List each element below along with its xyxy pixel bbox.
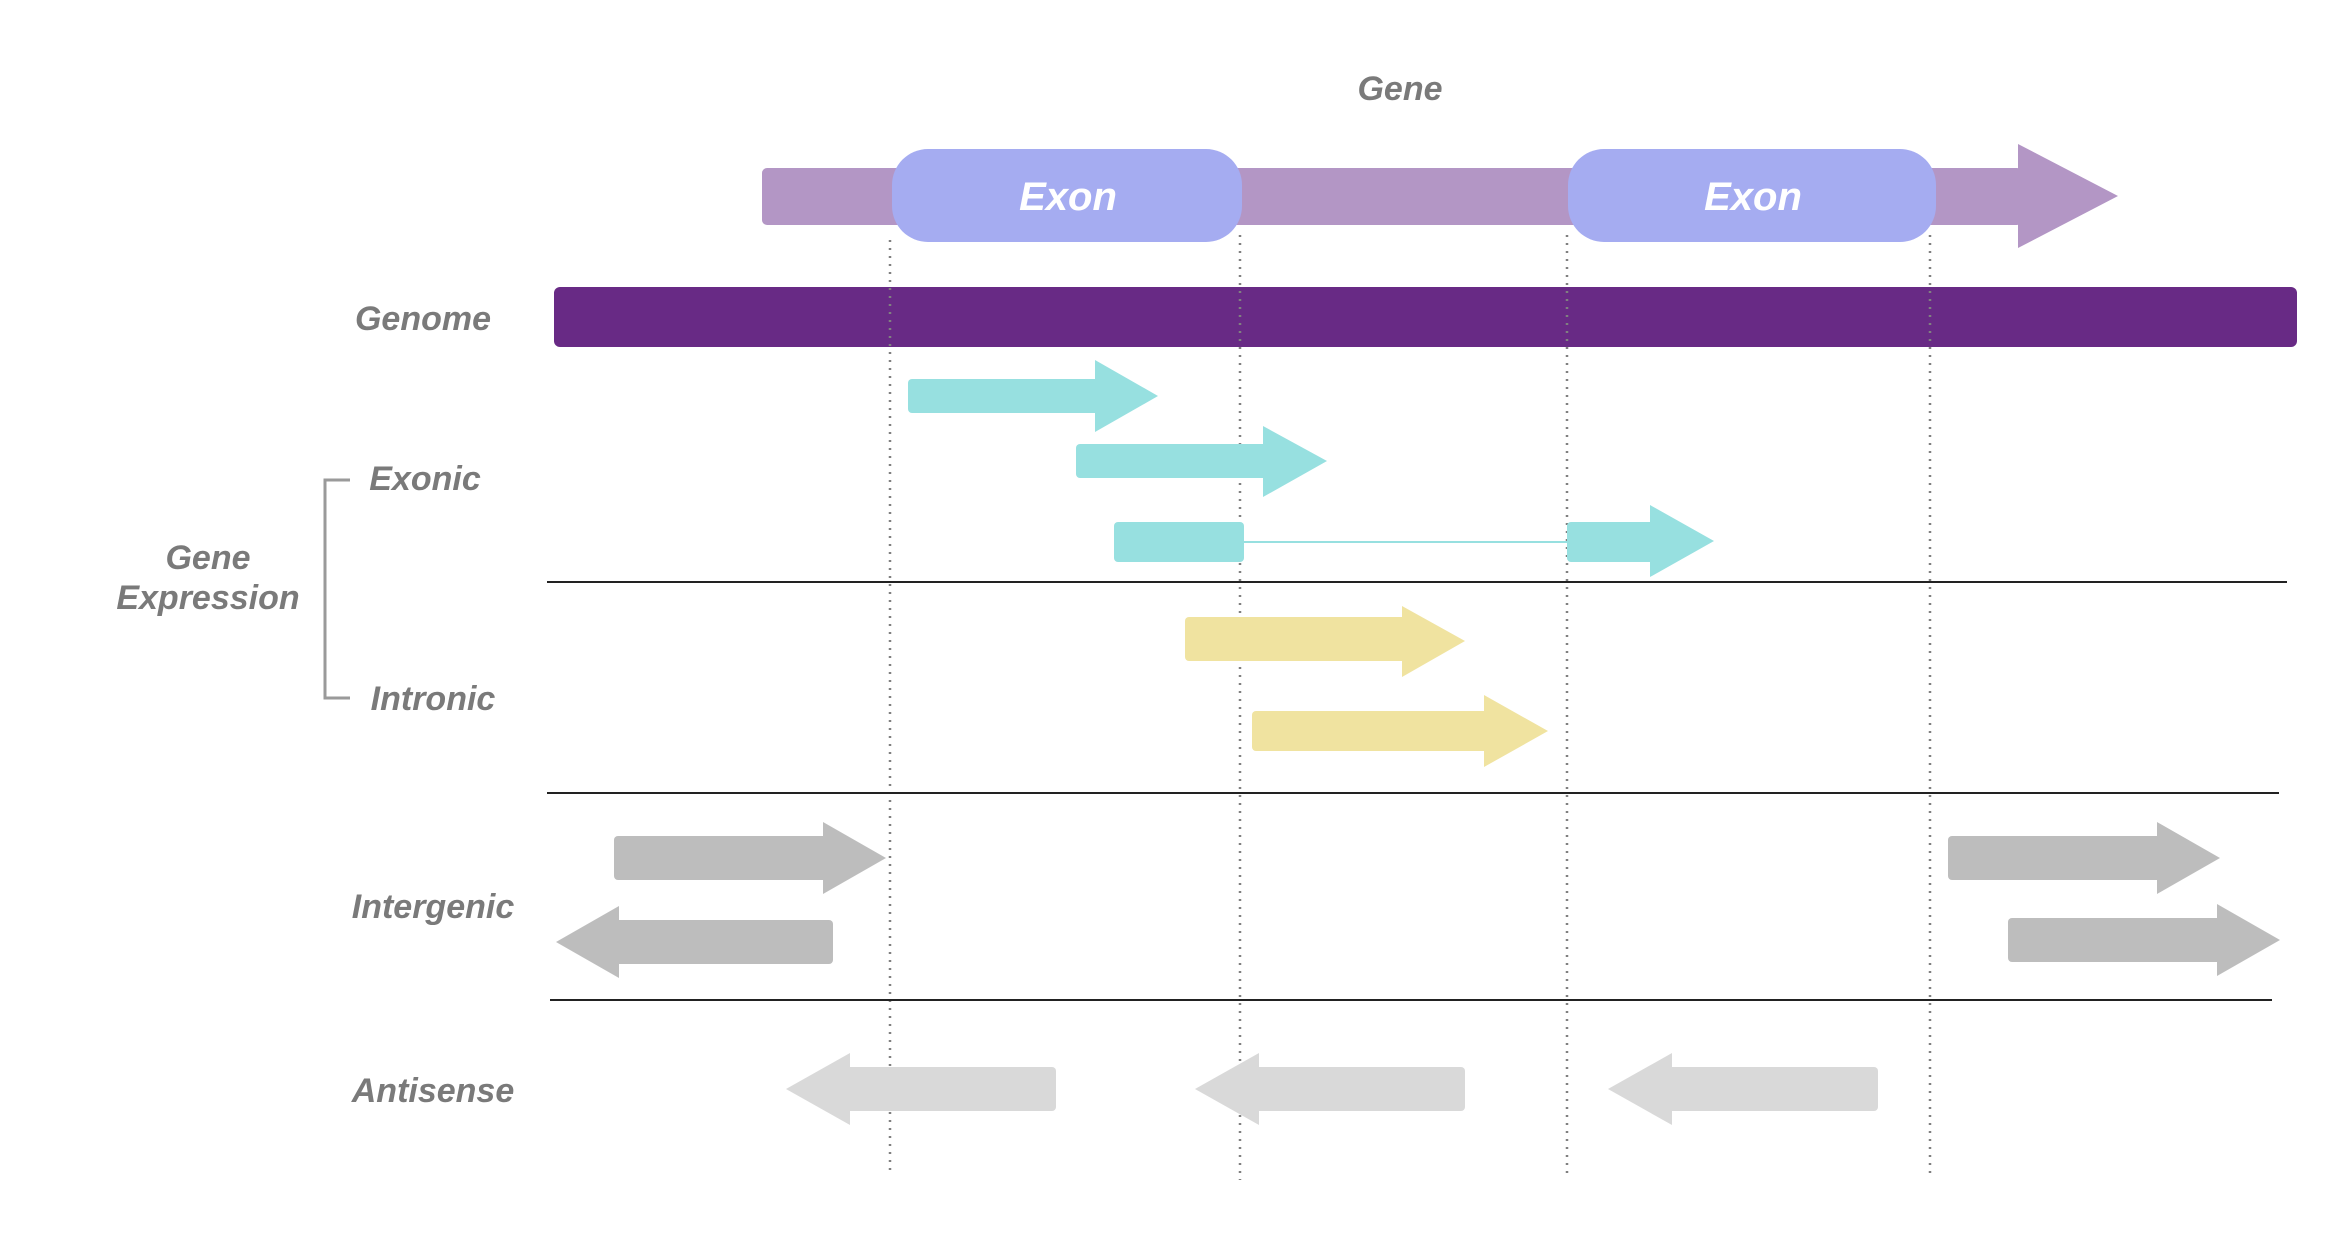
exon-label-2: Exon: [1704, 175, 1802, 219]
intronic-read: [1185, 606, 1465, 677]
read-arrowhead: [1263, 426, 1327, 497]
read-arrowhead: [1195, 1053, 1259, 1125]
intergenic-read: [614, 822, 886, 894]
exon-box-2: [1568, 149, 1936, 242]
read-body: [1948, 836, 2165, 880]
read-body: [908, 379, 1103, 413]
bracket-line: [323, 478, 350, 700]
exonic-label: Exonic: [369, 460, 481, 498]
intergenic-read-reverse: [556, 906, 833, 978]
gene-expression-label-line-2: Expression: [116, 579, 299, 617]
antisense-read: [1608, 1053, 1878, 1125]
read-arrowhead: [1484, 695, 1548, 767]
exon-boundary-lines: [888, 235, 1932, 1180]
read-body: [613, 920, 833, 964]
exonic-read: [1076, 426, 1327, 497]
read-body: [1665, 1067, 1878, 1111]
read-body: [614, 836, 829, 880]
gene-label: Gene: [1357, 70, 1442, 108]
intergenic-reads: [556, 822, 2280, 978]
intronic-label: Intronic: [371, 680, 496, 718]
read-arrowhead: [1095, 360, 1158, 432]
gene-arrow-head: [2018, 144, 2118, 248]
read-body: [1567, 522, 1657, 562]
read-arrowhead: [1608, 1053, 1672, 1125]
exonic-read: [908, 360, 1158, 432]
read-body: [2008, 918, 2225, 962]
genome-bar: [554, 287, 2297, 347]
exon-1: Exon: [892, 149, 1242, 242]
section-dividers: [547, 581, 2287, 1001]
antisense-read: [1195, 1053, 1465, 1125]
read-arrowhead: [2157, 822, 2220, 894]
genome-label: Genome: [355, 300, 491, 338]
read-arrowhead: [556, 906, 619, 978]
gene-expression-label-line-1: Gene: [165, 539, 250, 577]
read-body: [1252, 1067, 1465, 1111]
read-arrowhead: [1650, 505, 1714, 577]
antisense-read: [786, 1053, 1056, 1125]
exon-box-1: [892, 149, 1242, 242]
read-arrowhead: [823, 822, 886, 894]
exonic-spliced-read: [1114, 505, 1714, 577]
intronic-reads: [1185, 606, 1548, 767]
read-arrowhead: [786, 1053, 850, 1125]
read-body: [1185, 617, 1410, 661]
read-body: [1114, 522, 1244, 562]
read-body: [1076, 444, 1271, 478]
read-arrowhead: [1402, 606, 1465, 677]
read-body: [843, 1067, 1056, 1111]
antisense-label: Antisense: [351, 1072, 515, 1110]
read-arrowhead: [2217, 904, 2280, 976]
gene-expression-bracket: [323, 478, 350, 700]
read-body: [1252, 711, 1492, 751]
intergenic-label: Intergenic: [352, 888, 515, 926]
exon-label-1: Exon: [1019, 175, 1117, 219]
intronic-read: [1252, 695, 1548, 767]
antisense-reads: [786, 1053, 1878, 1125]
intergenic-read: [1948, 822, 2220, 894]
exon-2: Exon: [1568, 149, 1936, 242]
intergenic-read: [2008, 904, 2280, 976]
exonic-reads: [908, 360, 1714, 577]
